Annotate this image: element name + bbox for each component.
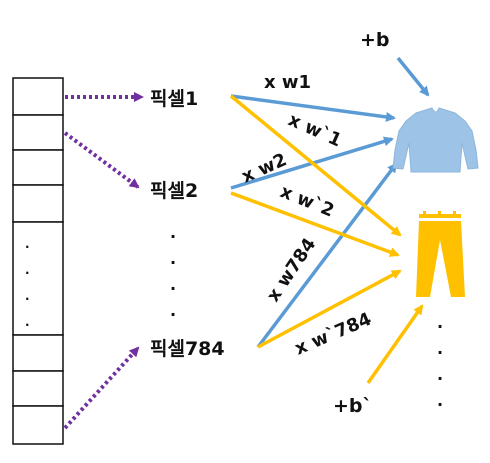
pixel-cell	[12, 334, 64, 372]
mapping-arrow-784	[63, 346, 140, 430]
weight-label-w1: x w1	[264, 72, 311, 93]
pixel-ellipsis: . . . .	[170, 223, 176, 320]
pixel-mapping-arrows	[63, 92, 144, 430]
mapping-arrow-2	[63, 131, 140, 189]
pixel-cell	[12, 184, 64, 223]
pixel-cell	[12, 149, 64, 186]
weight-label-w784-prime: x w`784	[292, 309, 375, 360]
svg-text:.: .	[437, 339, 443, 358]
svg-text:.: .	[170, 249, 176, 268]
bias-label-pants: +b`	[333, 395, 372, 417]
weight-label-w2-prime: x w`2	[277, 181, 337, 221]
pants-icon	[416, 211, 465, 297]
column-ellipsis-dot: .	[25, 237, 30, 251]
edge-pixel784-shirt	[256, 162, 398, 349]
shirt-icon	[392, 107, 479, 173]
pixel-cell	[12, 114, 64, 151]
pixel-cell	[12, 77, 64, 116]
edge-bias-pants	[366, 304, 424, 385]
pixel-cell-ellipsis	[12, 221, 64, 336]
edge-bias-shirt	[396, 56, 430, 97]
column-ellipsis-dot: .	[25, 263, 30, 277]
pixel-cell	[12, 405, 64, 445]
pixel-label-2: 픽셀2	[150, 180, 198, 202]
svg-text:.: .	[170, 301, 176, 320]
pixel-cell	[12, 370, 64, 407]
svg-text:.: .	[170, 223, 176, 242]
svg-text:.: .	[437, 313, 443, 332]
column-ellipsis-dot: .	[25, 289, 30, 303]
class-ellipsis: . . . .	[437, 313, 443, 410]
pixel-label-1: 픽셀1	[150, 88, 198, 110]
svg-text:.: .	[170, 275, 176, 294]
pixel-label-784: 픽셀784	[150, 338, 225, 360]
weight-label-w2: x w2	[238, 149, 290, 187]
edge-pixel1-pants	[229, 94, 402, 237]
edge-pixel2-pants	[230, 191, 400, 257]
weight-label-w784: x w784	[263, 234, 321, 306]
svg-text:.: .	[437, 365, 443, 384]
weight-label-w1-prime: x w`1	[285, 109, 345, 151]
edge-pixel1-shirt	[230, 94, 396, 122]
column-ellipsis-dot: .	[25, 315, 30, 329]
svg-text:.: .	[437, 391, 443, 410]
bias-label-shirt: +b	[360, 29, 390, 51]
edge-pixel784-pants	[257, 269, 402, 349]
pants-connections	[229, 94, 424, 385]
input-pixel-column: . . . .	[12, 77, 64, 445]
